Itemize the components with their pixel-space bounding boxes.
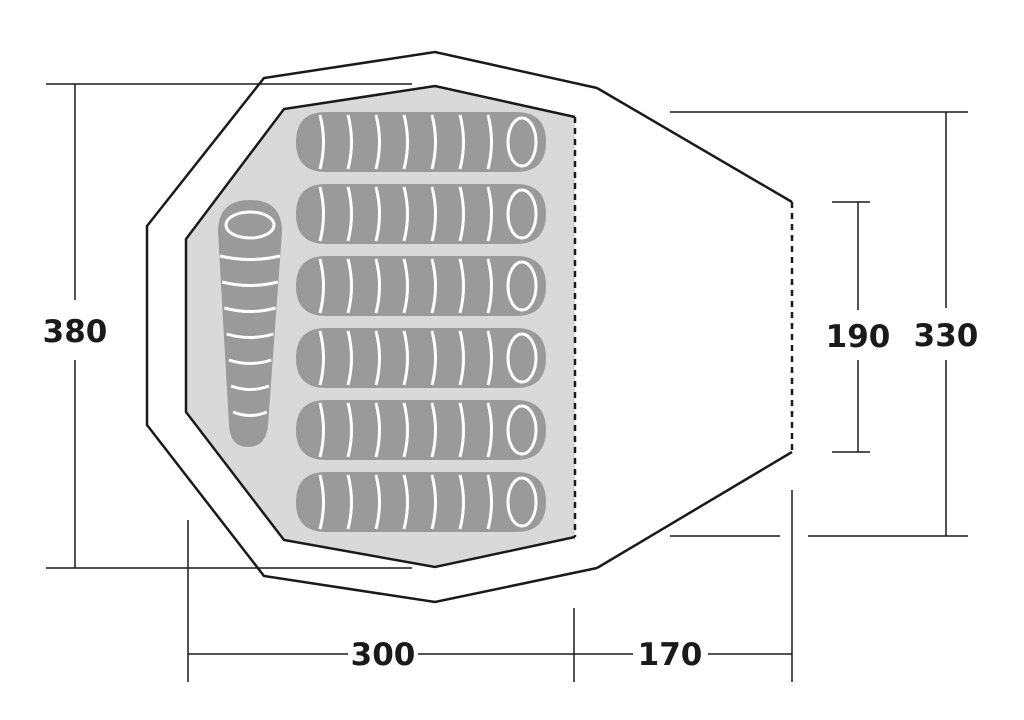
dimension-label-170: 170 <box>638 637 703 673</box>
dimension-label-300: 300 <box>351 637 416 673</box>
sleeping-bag <box>296 328 546 388</box>
sleeping-bag <box>296 472 546 532</box>
sleeping-bag <box>296 400 546 460</box>
dimension-label-190: 190 <box>826 319 891 355</box>
sleeping-bag <box>296 184 546 244</box>
dimension-label-330: 330 <box>914 318 979 354</box>
sleeping-bag <box>218 200 282 447</box>
sleeping-bags <box>218 112 546 532</box>
sleeping-bag <box>296 112 546 172</box>
dimension-lines <box>46 83 968 682</box>
outer-tent-outline <box>145 50 598 604</box>
inner-tent-outline <box>184 84 576 569</box>
sleeping-bag <box>296 256 546 316</box>
dimension-label-380: 380 <box>43 314 108 350</box>
vestibule-outline <box>596 86 793 570</box>
